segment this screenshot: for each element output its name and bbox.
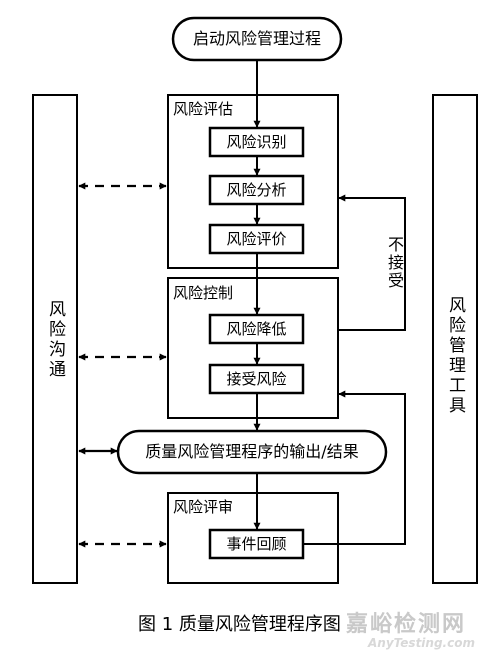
reduce-node [208,313,305,345]
watermark-cn: 嘉峪检测网 [346,612,467,637]
not-accepted-label: 不接受 [385,236,404,290]
loop-not-accepted [338,194,406,331]
group-review-title: 风险评审 [173,498,234,516]
tools-bar [432,94,478,584]
group-control [167,277,339,419]
output-label: 质量风险管理程序的输出/结果 [145,442,359,461]
communication-label: 风险沟通 [45,300,65,380]
watermark-en: AnyTesting.com [368,636,475,650]
events-label: 事件回顾 [226,535,287,553]
accept-node [208,363,305,395]
evaluate-node [208,223,305,255]
group-control-title: 风险控制 [173,284,234,302]
loop-review [303,390,406,545]
analyze-label: 风险分析 [226,181,287,199]
evaluate-label: 风险评价 [226,230,287,248]
tools-label: 风险管理工具 [445,296,465,416]
analyze-node [208,174,305,206]
watermark: 嘉峪检测网 AnyTesting.com [346,606,475,650]
events-node [208,528,305,560]
figure-caption: 图 1 质量风险管理程序图 [138,614,341,635]
identify-label: 风险识别 [226,133,287,151]
start-label: 启动风险管理过程 [192,29,321,48]
reduce-label: 风险降低 [226,320,287,338]
output-node [116,429,388,475]
communication-bar [32,94,78,584]
group-assessment-title: 风险评估 [173,100,234,118]
accept-label: 接受风险 [226,370,287,388]
